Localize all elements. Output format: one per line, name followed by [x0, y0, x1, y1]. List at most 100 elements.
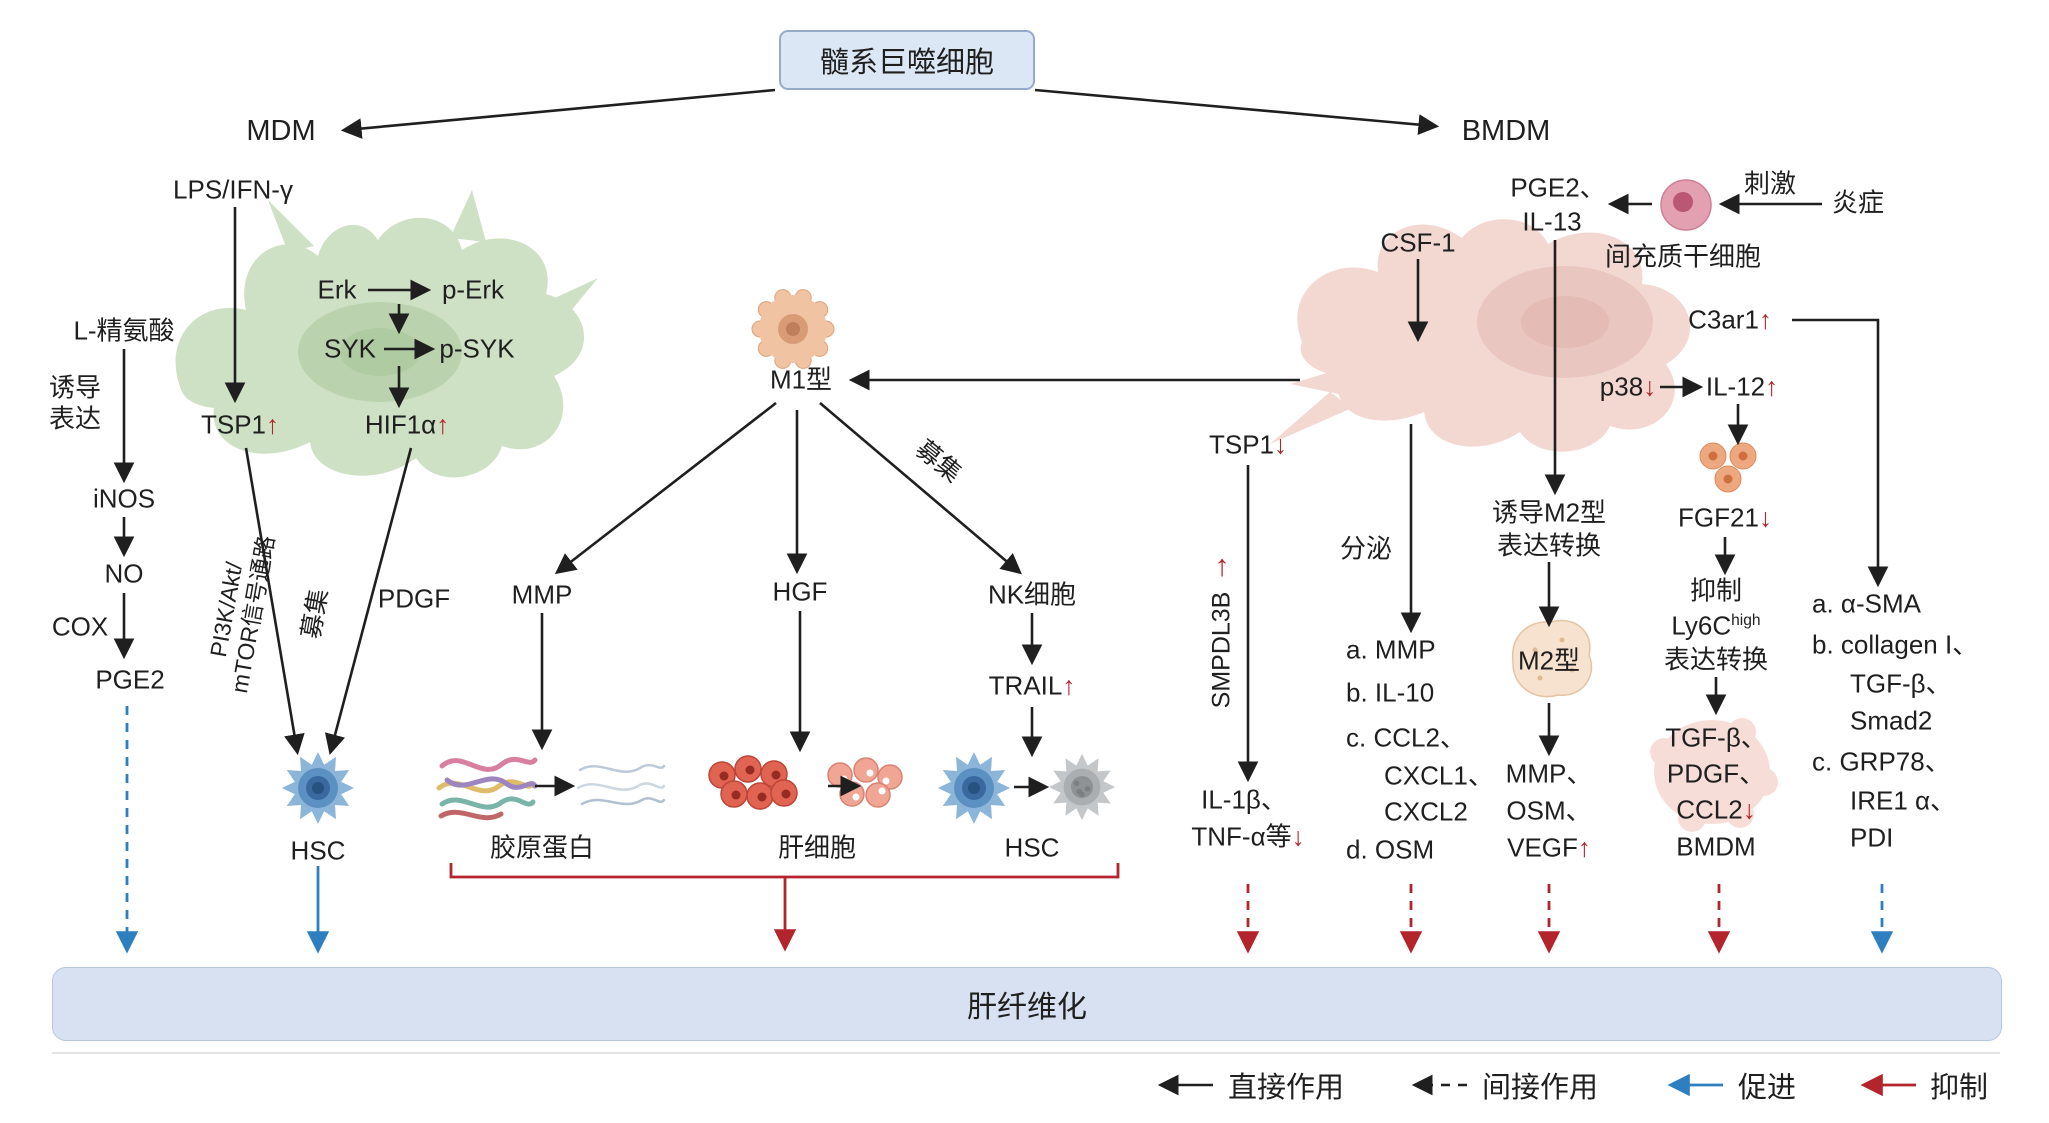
hif1a-text: HIF1α	[364, 409, 437, 440]
fgf21-text: FGF21	[1678, 502, 1759, 533]
pge2-left-label: PGE2	[95, 664, 165, 695]
m2-label: M2型	[1517, 645, 1581, 676]
legend-inhibit-label: 抑制	[1930, 1072, 1989, 1104]
inflammation-label: 炎症	[1831, 187, 1885, 218]
pge2-il13-label-line2: IL-13	[1522, 206, 1582, 237]
up-arrow-glyph: ↑	[266, 409, 280, 440]
fgf21-down-label: FGF21↓	[1678, 503, 1772, 534]
syk-label: SYK	[323, 333, 377, 364]
secreted-list-item: b. IL-10	[1346, 677, 1435, 708]
ly6c-label-line3: 表达转换	[1663, 644, 1769, 675]
down-arrow-glyph: ↓	[1643, 371, 1657, 402]
marker-list-item: c. GRP78、	[1812, 746, 1951, 777]
smpdl3b-up-arrow-glyph: ↑	[1214, 549, 1230, 583]
down-arrow-glyph: ↓	[1758, 502, 1772, 533]
apoptotic-hsc-illustration	[1048, 753, 1116, 821]
marker-list-item: IRE1 α、	[1850, 785, 1957, 816]
induce-expression-label-line1: 诱导	[48, 372, 102, 403]
ly6c-label-line1: 抑制	[1689, 575, 1743, 606]
secreted-list-item: CXCL2	[1384, 796, 1468, 827]
marker-list-item: PDI	[1850, 822, 1894, 853]
damaged-hepatocyte-cluster-illustration	[827, 757, 903, 808]
il1b-label-line2: TNF-α等↓	[1191, 822, 1304, 853]
stimulate-label: 刺激	[1743, 168, 1797, 199]
ly6c-label-line2: Ly6Chigh	[1671, 611, 1760, 642]
direct-action-arrows	[113, 88, 1889, 798]
c3ar1-up-label: C3ar1↑	[1688, 305, 1772, 336]
tgfb-label-line4: BMDM	[1676, 831, 1756, 862]
p-syk-label: p-SYK	[439, 333, 515, 364]
c3ar1-text: C3ar1	[1688, 304, 1759, 335]
hsc-cell-center-illustration	[938, 752, 1010, 824]
inhibit-arrows	[449, 863, 1731, 954]
up-arrow-glyph: ↑	[1758, 304, 1772, 335]
secrete-label: 分泌	[1339, 533, 1393, 564]
il12-up-label: IL-12↑	[1706, 372, 1778, 403]
bmdm-macrophage-illustration	[1270, 219, 1691, 452]
mdm-macrophage-illustration	[175, 190, 598, 478]
hif1a-up-label: HIF1α↑	[365, 410, 449, 441]
orange-cell-cluster-illustration	[1699, 442, 1757, 493]
secreted-list-item: CXCL1、	[1384, 760, 1494, 791]
ly6c-base-text: Ly6C	[1671, 610, 1732, 641]
nk-cell-label: NK细胞	[987, 579, 1077, 610]
marker-list-item: Smad2	[1850, 705, 1933, 736]
trail-up-label: TRAIL↑	[989, 671, 1076, 702]
p38-down-label: p38↓	[1600, 372, 1656, 403]
tgfb-label-line2: PDGF、	[1666, 758, 1766, 789]
il12-text: IL-12	[1705, 371, 1766, 402]
legend-promote-label: 促进	[1738, 1072, 1797, 1104]
tnf-text: TNF-α等	[1191, 821, 1292, 852]
lps-ifn-label: LPS/IFN-γ	[173, 174, 293, 205]
hsc-center-label: HSC	[1004, 832, 1060, 863]
hsc-cell-left-illustration	[282, 752, 354, 824]
hepatocyte-label: 肝细胞	[777, 832, 857, 863]
secreted-list-item: d. OSM	[1346, 834, 1435, 865]
marker-list-item: b. collagen I、	[1812, 629, 1979, 660]
ly6c-superscript: high	[1731, 612, 1761, 630]
up-arrow-glyph: ↑	[436, 409, 450, 440]
down-arrow-glyph: ↓	[1291, 821, 1305, 852]
m1-label: M1型	[769, 364, 833, 395]
no-label: NO	[104, 558, 144, 589]
up-arrow-glyph: ↑	[1062, 670, 1076, 701]
tsp1-text: TSP1	[200, 409, 267, 440]
p38-text: p38	[1599, 371, 1644, 402]
down-arrow-glyph: ↓	[1742, 794, 1756, 825]
erk-label: Erk	[317, 274, 357, 305]
m2-cell-illustration	[1512, 619, 1593, 698]
title-box: 髓系巨噬细胞	[779, 30, 1035, 90]
pink-blob-illustration	[1650, 718, 1778, 832]
mmp-center-label: MMP	[511, 579, 573, 610]
marker-list-item: TGF-β、	[1850, 668, 1952, 699]
hepatocyte-cluster-illustration	[708, 755, 798, 810]
secreted-list-item: a. MMP	[1346, 634, 1436, 665]
up-arrow-glyph: ↑	[1765, 371, 1779, 402]
induce-m2-label-line1: 诱导M2型	[1491, 497, 1607, 528]
pdgf-label: PDGF	[377, 583, 451, 614]
hsc-left-label: HSC	[290, 835, 346, 866]
m2-product-item: MMP、	[1505, 758, 1593, 789]
legend-indirect-label: 间接作用	[1482, 1072, 1599, 1104]
tsp1-down-label: TSP1↓	[1209, 430, 1287, 461]
promote-arrows	[115, 706, 1894, 954]
degraded-fibers-illustration	[576, 763, 666, 806]
induce-m2-label-line2: 表达转换	[1496, 530, 1602, 561]
marker-list-item: a. α-SMA	[1812, 588, 1921, 619]
bmdm-branch-label: BMDM	[1461, 114, 1551, 147]
cox-label: COX	[51, 611, 109, 642]
collagen-fibers-illustration	[436, 756, 538, 821]
hgf-label: HGF	[772, 576, 828, 607]
legend-direct-label: 直接作用	[1228, 1072, 1345, 1104]
l-arginine-label: L-精氨酸	[73, 315, 175, 346]
m1-cell-illustration	[751, 289, 835, 369]
csf1-label: CSF-1	[1380, 227, 1456, 258]
p-erk-label: p-Erk	[441, 274, 505, 305]
up-arrow-glyph: ↑	[1577, 832, 1591, 863]
collagen-label: 胶原蛋白	[489, 832, 595, 863]
il1b-label-line1: IL-1β、	[1201, 784, 1287, 815]
msc-label: 间充质干细胞	[1604, 241, 1762, 272]
pge2-il13-label-line1: PGE2、	[1510, 172, 1606, 203]
secreted-list-item: c. CCL2、	[1346, 722, 1466, 753]
